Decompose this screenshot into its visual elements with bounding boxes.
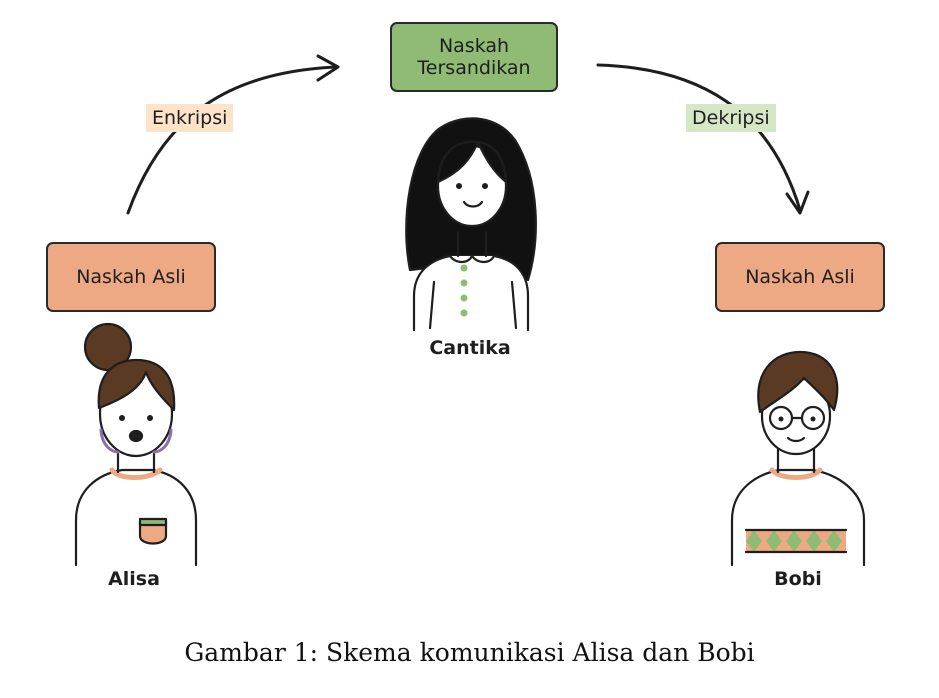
ciphertext-label: Naskah Tersandikan xyxy=(417,35,530,79)
encrypt-edge-label: Enkripsi xyxy=(146,104,234,132)
ciphertext-label-line2: Tersandikan xyxy=(417,57,531,79)
decrypt-arrow xyxy=(596,63,810,215)
encrypt-arrow xyxy=(126,54,340,215)
interceptor-name: Cantika xyxy=(429,337,511,359)
sender-name: Alisa xyxy=(108,568,160,590)
figure-caption: Gambar 1: Skema komunikasi Alisa dan Bob… xyxy=(184,638,755,667)
ciphertext-box: Naskah Tersandikan xyxy=(390,22,558,92)
plaintext-source-box: Naskah Asli xyxy=(46,242,216,312)
sweater-pattern xyxy=(746,530,846,552)
bobi-figure xyxy=(730,350,866,567)
plaintext-target-box: Naskah Asli xyxy=(715,242,885,312)
plaintext-target-label: Naskah Asli xyxy=(745,266,855,288)
cantika-figure xyxy=(405,117,537,332)
ciphertext-label-line1: Naskah xyxy=(438,35,510,57)
alisa-figure xyxy=(74,322,198,567)
receiver-name: Bobi xyxy=(774,568,822,590)
plaintext-source-label: Naskah Asli xyxy=(76,266,186,288)
decrypt-edge-label: Dekripsi xyxy=(686,104,776,132)
